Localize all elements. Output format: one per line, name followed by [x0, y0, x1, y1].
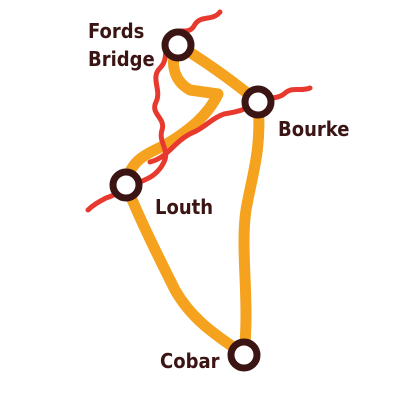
towns [109, 28, 275, 372]
town-label-bourke: Bourke [278, 117, 349, 141]
labels: Fords Bridge Bourke Louth Cobar [88, 19, 349, 373]
town-marker-fords-bridge[interactable] [161, 28, 195, 62]
town-label-louth: Louth [155, 195, 213, 219]
town-label-cobar: Cobar [160, 349, 220, 373]
town-marker-bourke[interactable] [241, 85, 275, 119]
river-middle [147, 85, 313, 165]
road-bourke-cobar [238, 96, 265, 361]
road-louth-cobar [120, 179, 250, 361]
town-marker-cobar[interactable] [227, 338, 261, 372]
road-fords-bridge-louth [120, 39, 224, 191]
town-label-fords-bridge-line-2: Bridge [88, 47, 155, 71]
town-label-fords-bridge-line-1: Fords [88, 19, 144, 43]
town-marker-louth[interactable] [109, 168, 143, 202]
